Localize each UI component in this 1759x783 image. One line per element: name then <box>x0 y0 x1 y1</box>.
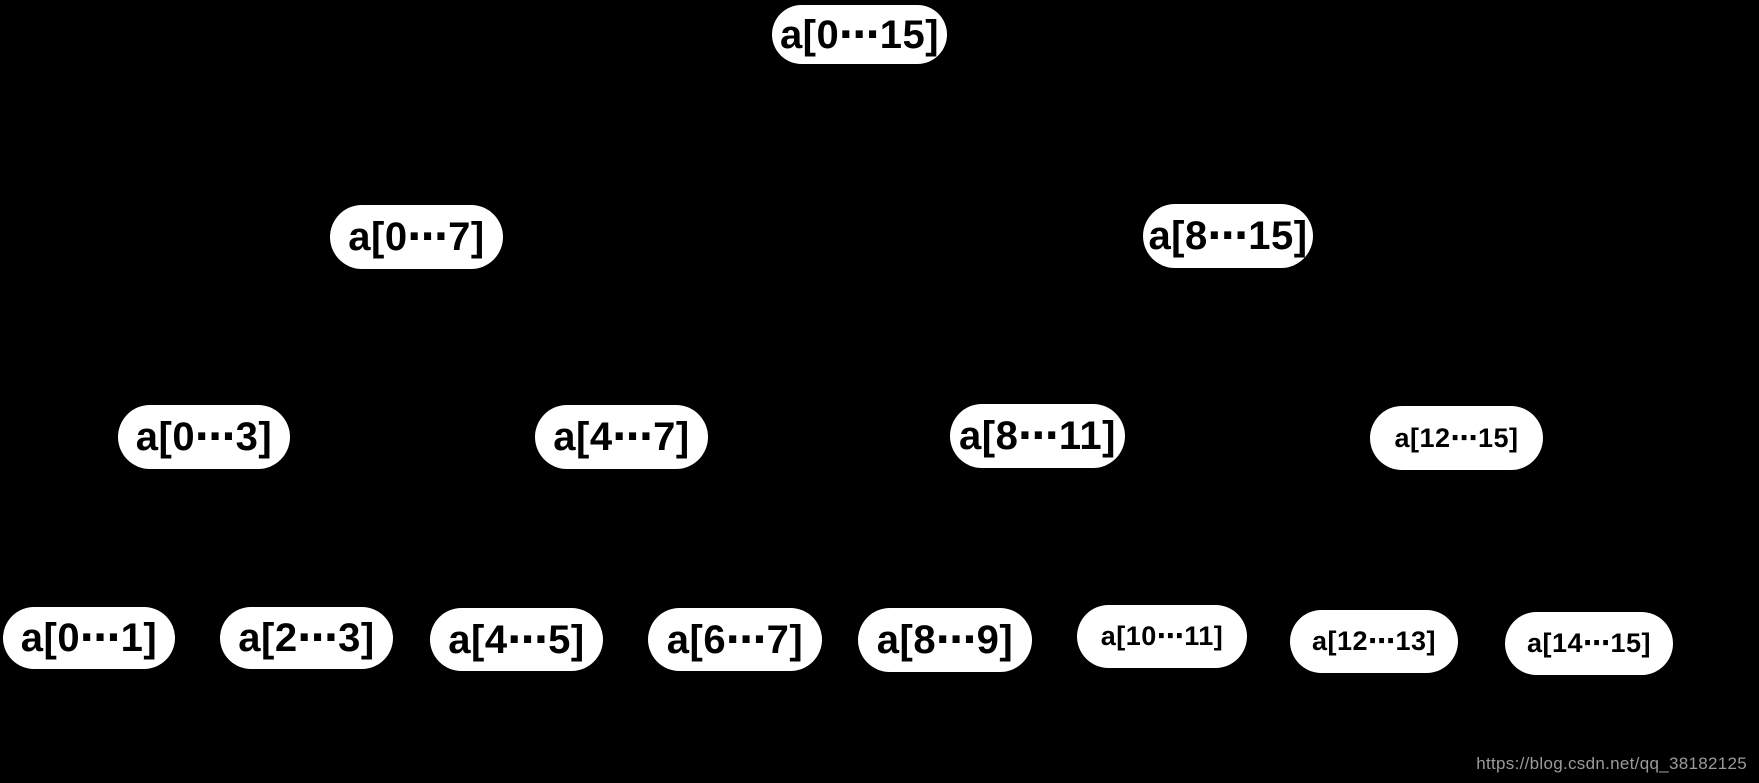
tree-node-label: a[4⋯5] <box>448 617 585 662</box>
tree-node-label: a[0⋯15] <box>779 12 940 57</box>
tree-node-level4: a[14⋯15] <box>1505 612 1673 675</box>
tree-node-level4: a[8⋯9] <box>858 608 1032 672</box>
tree-node-level3: a[12⋯15] <box>1370 406 1543 470</box>
tree-node-level3: a[0⋯3] <box>118 405 290 469</box>
tree-node-level3: a[8⋯11] <box>950 404 1125 468</box>
tree-node-label: a[12⋯13] <box>1311 626 1437 656</box>
tree-node-level4: a[4⋯5] <box>430 608 603 671</box>
tree-node-label: a[0⋯1] <box>20 616 158 660</box>
tree-node-level3: a[4⋯7] <box>535 405 708 469</box>
tree-node-label: a[8⋯15] <box>1148 214 1308 258</box>
watermark-url: https://blog.csdn.net/qq_38182125 <box>1476 754 1747 773</box>
tree-node-label: a[12⋯15] <box>1394 422 1519 453</box>
tree-node-label: a[14⋯15] <box>1526 628 1652 658</box>
tree-node-label: a[0⋯3] <box>135 415 273 459</box>
tree-node-level2: a[0⋯7] <box>330 205 503 269</box>
tree-node-label: a[8⋯11] <box>959 414 1116 458</box>
tree-node-level2: a[8⋯15] <box>1143 204 1313 268</box>
tree-node-label: a[8⋯9] <box>876 618 1014 662</box>
tree-node-level1: a[0⋯15] <box>772 5 947 64</box>
tree-node-level4: a[6⋯7] <box>648 608 822 671</box>
tree-node-label: a[4⋯7] <box>553 415 690 459</box>
tree-node-level4: a[10⋯11] <box>1077 605 1247 668</box>
tree-node-level4: a[0⋯1] <box>3 607 175 669</box>
tree-node-level4: a[2⋯3] <box>220 607 393 669</box>
tree-node-label: a[2⋯3] <box>238 616 375 660</box>
tree-node-label: a[6⋯7] <box>666 617 804 662</box>
tree-node-level4: a[12⋯13] <box>1290 610 1458 673</box>
tree-node-label: a[10⋯11] <box>1100 621 1224 651</box>
tree-node-label: a[0⋯7] <box>348 215 485 259</box>
